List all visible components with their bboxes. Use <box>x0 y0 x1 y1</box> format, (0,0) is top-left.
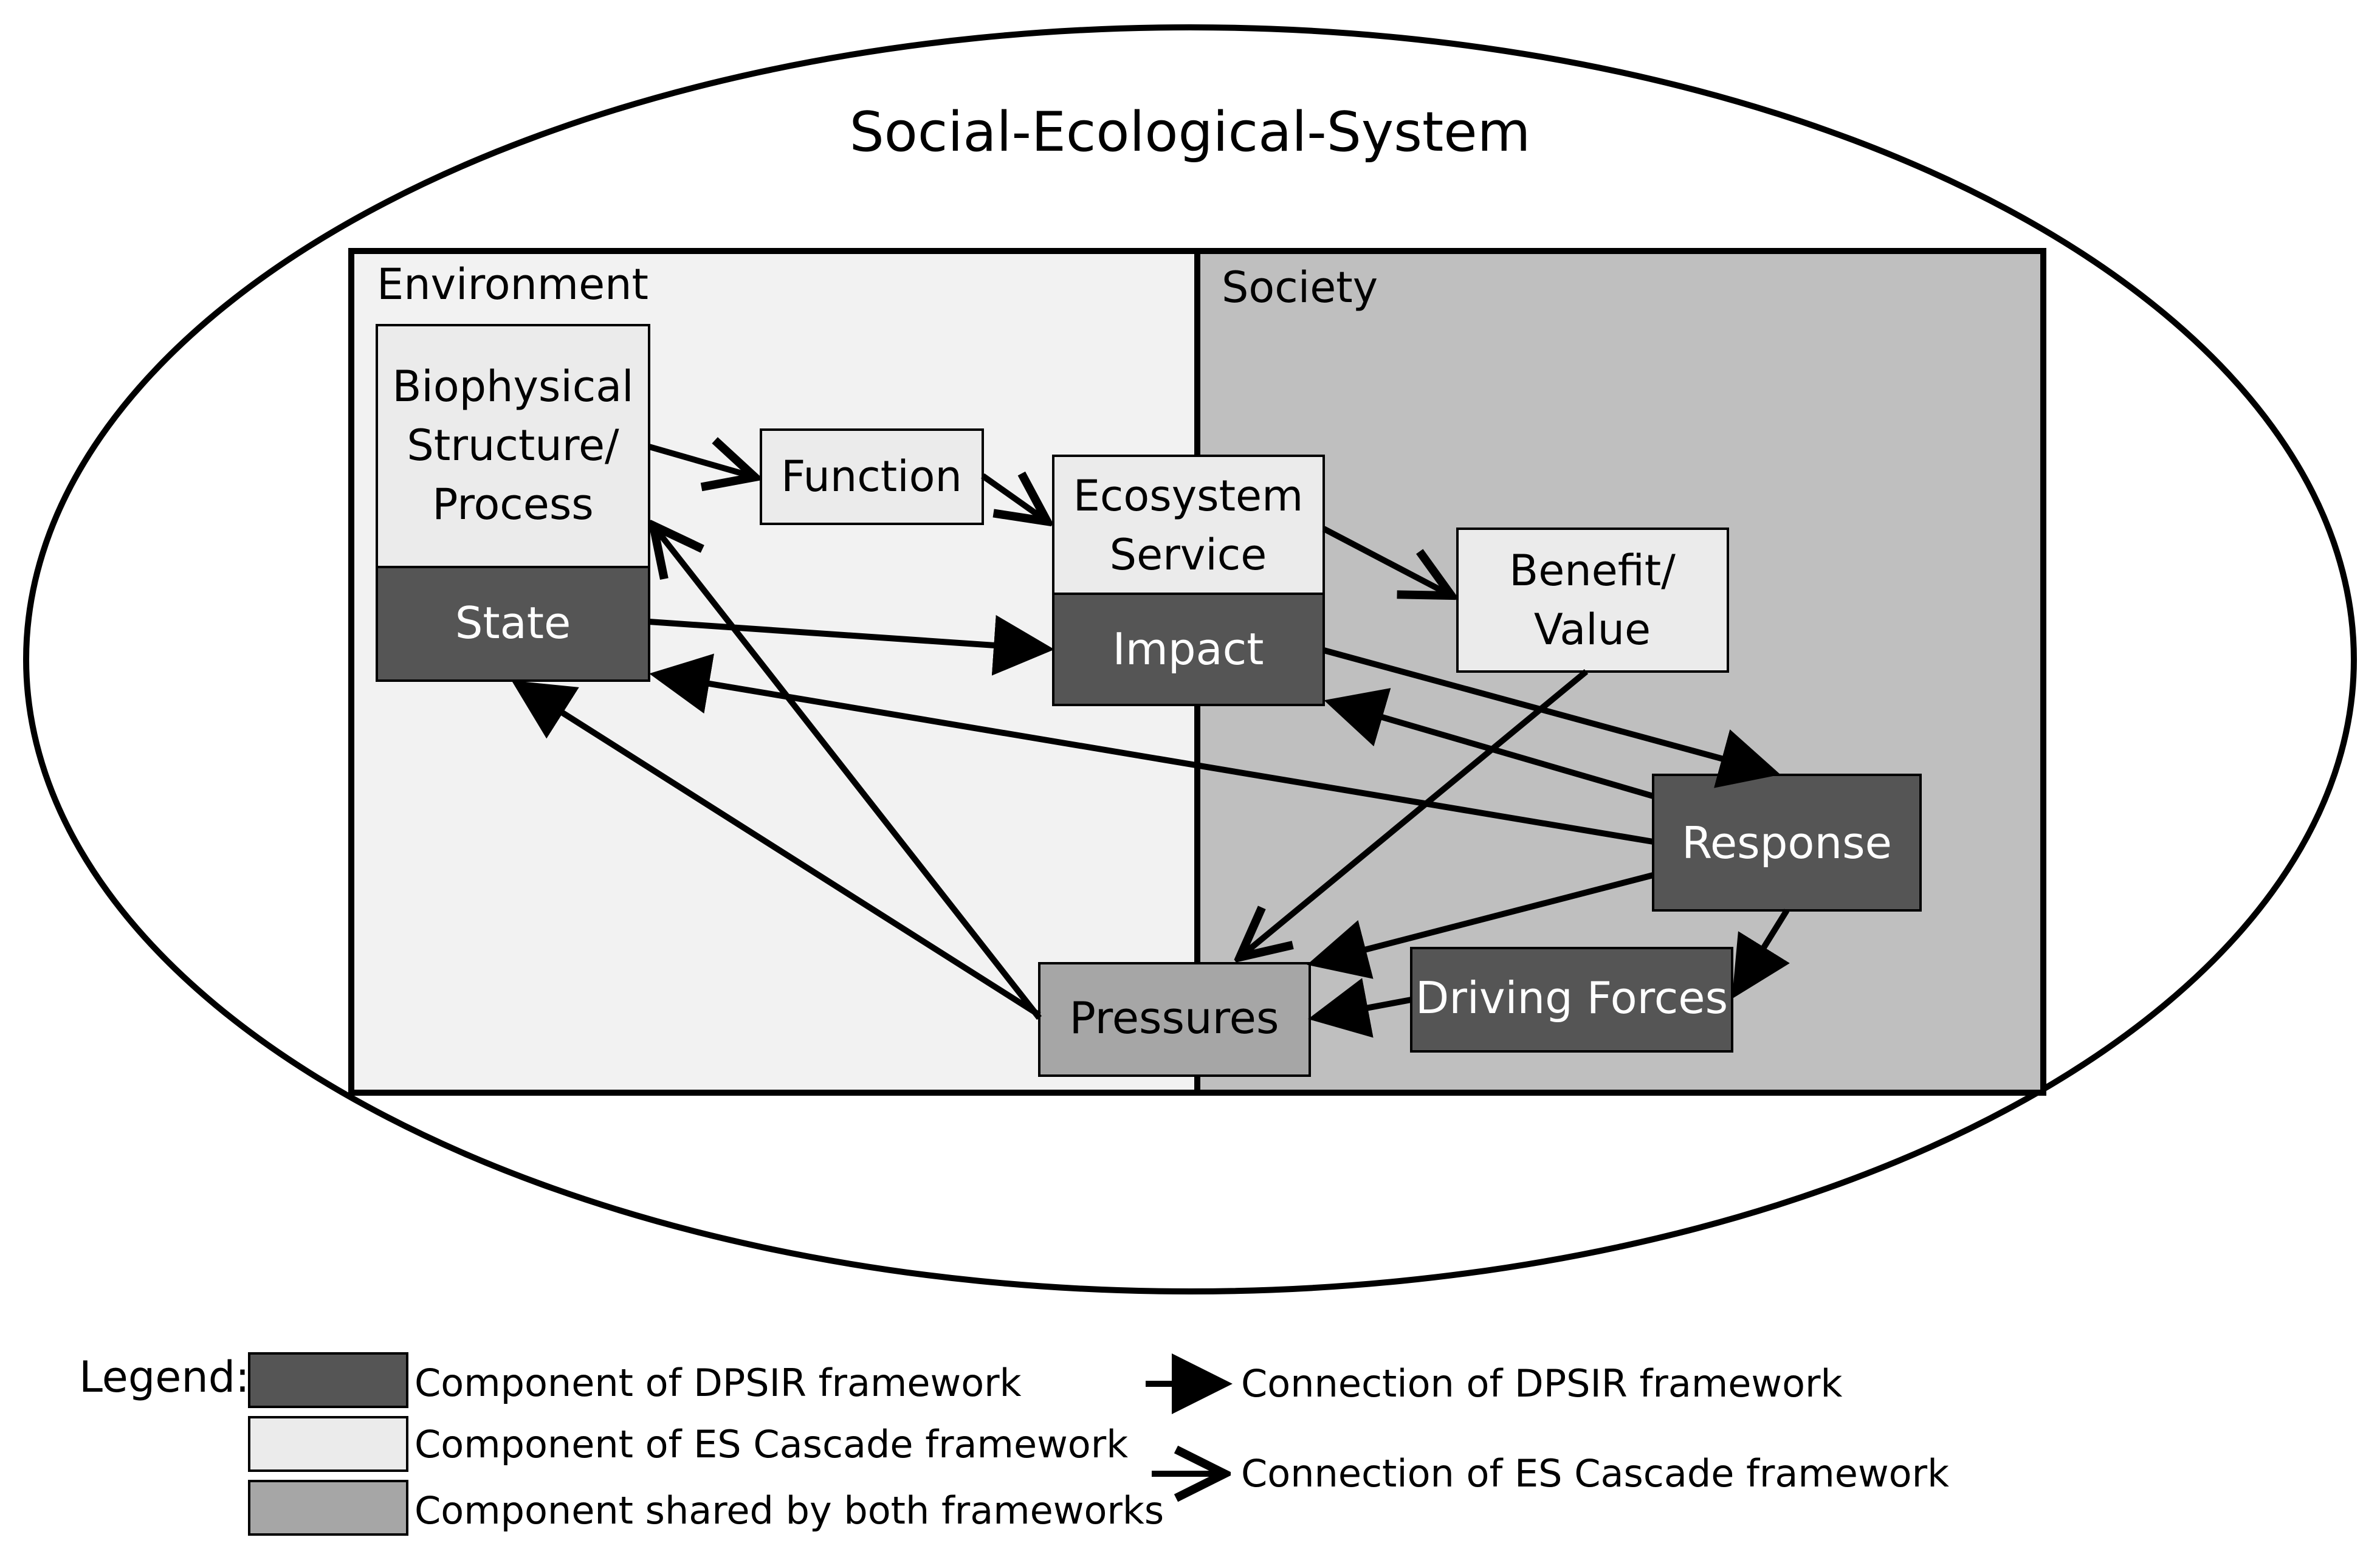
driving-forces-box <box>1410 947 1733 1053</box>
biophysical-label-line3: Process <box>432 479 594 529</box>
pressures-label: Pressures <box>1070 992 1279 1043</box>
state-label: State <box>455 597 571 648</box>
function-label: Function <box>781 452 962 501</box>
legend-dpsir-connection: Connection of DPSIR framework <box>1241 1361 1843 1406</box>
legend-es-connection: Connection of ES Cascade framework <box>1241 1451 1949 1496</box>
biophysical-box <box>376 324 650 568</box>
legend-shared-swatch <box>248 1480 408 1536</box>
response-label: Response <box>1682 817 1892 868</box>
arrow-pressures-to-state <box>511 680 1041 1018</box>
arrow-pressures-to-biophysical <box>653 526 1042 1020</box>
legend-title: Legend: <box>79 1352 250 1402</box>
arrow-response-to-driving-forces <box>1732 909 1790 999</box>
biophysical-label-line2: Structure/ <box>407 421 619 470</box>
arrow-state-to-impact <box>648 614 1054 676</box>
legend-shared-component: Component shared by both frameworks <box>414 1488 1164 1533</box>
ecosystem-service-label-line1: Ecosystem <box>1073 471 1304 521</box>
legend-dpsir-swatch <box>248 1352 408 1408</box>
impact-box <box>1052 593 1325 706</box>
arrow-impact-to-response <box>1322 647 1781 788</box>
benefit-value-label-line1: Benefit/ <box>1509 546 1676 596</box>
arrow-response-to-impact <box>1324 688 1654 799</box>
impact-label: Impact <box>1112 624 1264 675</box>
arrow-benefit-to-pressures <box>1240 669 1589 957</box>
benefit-value-label-line2: Value <box>1534 605 1651 655</box>
driving-forces-label: Driving Forces <box>1415 972 1728 1023</box>
ecosystem-service-label-line2: Service <box>1110 530 1267 580</box>
legend-es-component: Component of ES Cascade framework <box>414 1422 1128 1466</box>
environment-label: Environment <box>377 260 648 309</box>
arrow-response-to-pressures <box>1307 872 1654 979</box>
society-label: Society <box>1222 263 1378 312</box>
arrow-biophysical-to-function <box>648 447 755 477</box>
arrow-response-to-state <box>649 653 1654 845</box>
diagram-title: Social-Ecological-System <box>850 100 1531 164</box>
arrow-function-to-ecosystem-service <box>981 476 1047 521</box>
response-box <box>1652 774 1922 912</box>
biophysical-label-line1: Biophysical <box>392 362 633 411</box>
legend-dpsir-component: Component of DPSIR framework <box>414 1361 1022 1405</box>
legend-es-swatch <box>248 1416 408 1472</box>
arrow-ecosystem-service-to-benefit <box>1322 526 1451 596</box>
benefit-value-box <box>1456 528 1729 673</box>
arrow-driving-forces-to-pressures <box>1308 978 1412 1038</box>
function-box <box>760 428 984 525</box>
pressures-box <box>1038 962 1311 1077</box>
